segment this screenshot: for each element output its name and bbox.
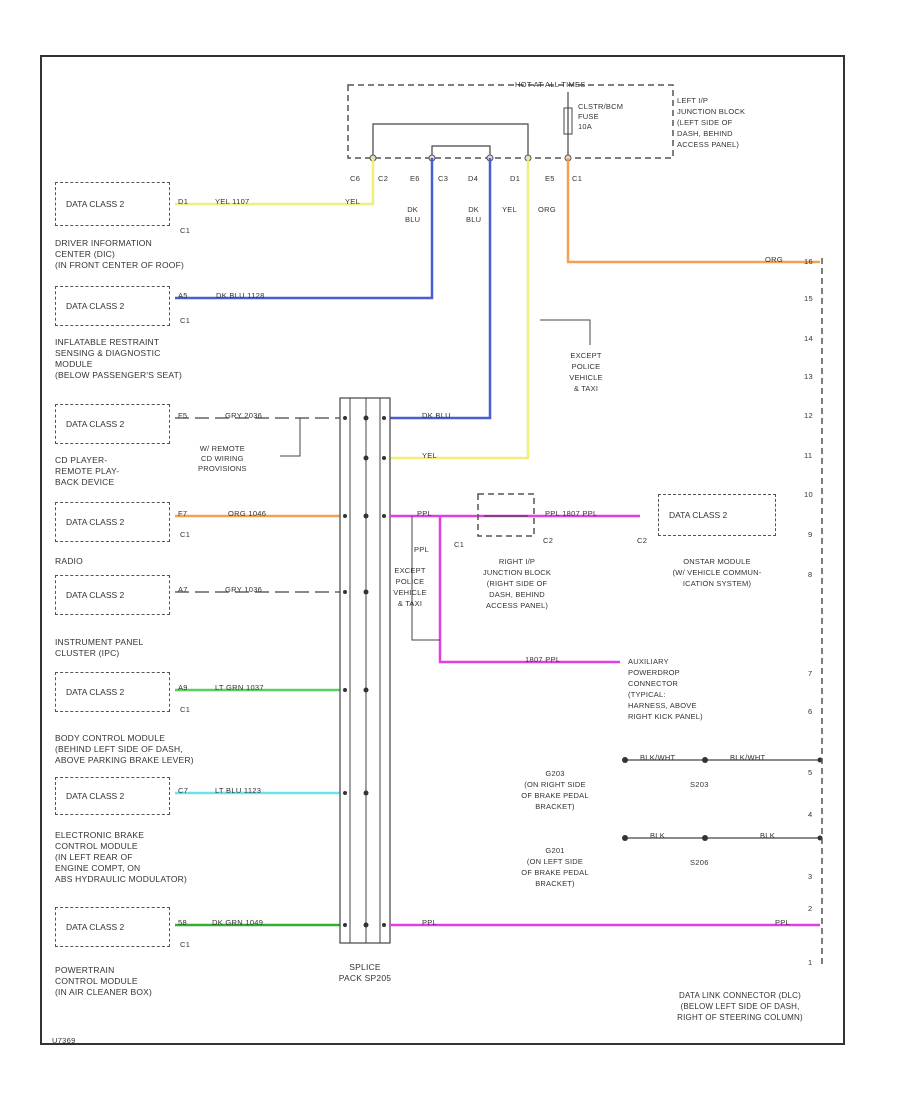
cd-term: F5 (178, 411, 188, 420)
onstar-data-class-2: DATA CLASS 2 (658, 494, 776, 536)
ebcm-name: ELECTRONIC BRAKE CONTROL MODULE (IN LEFT… (55, 830, 188, 884)
wire-yellow-splice (390, 158, 530, 460)
org-dlc-label: ORG (765, 255, 783, 264)
remote-cd-leader (280, 418, 301, 457)
fuse-label: CLSTR/BCM FUSE 10A (578, 102, 624, 131)
v-label-org: ORG (538, 205, 556, 214)
fuse-symbol (563, 107, 573, 135)
right-ip-block-label: RIGHT I/P JUNCTION BLOCK (RIGHT SIDE OF … (482, 557, 552, 610)
ppl-vertical-label: PPL (414, 545, 430, 554)
splice-dots (343, 415, 386, 928)
onstar-name: ONSTAR MODULE (W/ VEHICLE COMMUN- ICATIO… (672, 557, 762, 588)
wire-orange-dlc (566, 158, 820, 264)
except-police-leader-2 (411, 516, 440, 641)
dic-name: DRIVER INFORMATION CENTER (DIC) (IN FRON… (55, 238, 185, 270)
radio-pin: C1 (180, 530, 191, 539)
sdm-pin: C1 (180, 316, 191, 325)
splice-s203: S203 (690, 780, 709, 789)
cd-wire-label: GRY 2036 (225, 411, 263, 420)
radio-wire-label: ORG 1046 (228, 509, 267, 518)
cd-data-class-2: DATA CLASS 2 (55, 404, 170, 444)
yel-right-label: YEL (422, 451, 438, 460)
radio-data-class-2: DATA CLASS 2 (55, 502, 170, 542)
bcm-term: A9 (178, 683, 188, 692)
pcm-pin: C1 (180, 940, 191, 949)
left-ip-block-location: LEFT I/P JUNCTION BLOCK (LEFT SIDE OF DA… (677, 96, 746, 149)
fuse-bus-2 (431, 145, 491, 158)
ipc-data-class-2: DATA CLASS 2 (55, 575, 170, 615)
aux-connector-label: AUXILIARY POWERDROP CONNECTOR (TYPICAL: … (628, 657, 703, 721)
ground-g201-label: G201 (ON LEFT SIDE OF BRAKE PEDAL BRACKE… (521, 846, 589, 888)
ebcm-term: C7 (178, 786, 189, 795)
remote-cd-note: W/ REMOTE CD WIRING PROVISIONS (198, 444, 247, 473)
ppl-splice-label: PPL (417, 509, 433, 518)
ground-g203-label: G203 (ON RIGHT SIDE OF BRAKE PEDAL BRACK… (521, 769, 589, 811)
ipc-wire-label: GRY 1036 (225, 585, 263, 594)
ebcm-wire-label: LT BLU 1123 (215, 786, 262, 795)
v-label-dkblu-2: DK BLU (466, 205, 482, 224)
ppl-aux-label: 1807 PPL (525, 655, 561, 664)
ipc-term: A7 (178, 585, 188, 594)
ebcm-data-class-2: DATA CLASS 2 (55, 777, 170, 815)
sdm-name: INFLATABLE RESTRAINT SENSING & DIAGNOSTI… (55, 337, 183, 380)
blk-label-4: BLK (760, 831, 776, 840)
sdm-term: A5 (178, 291, 188, 300)
right-ip-pin-c1: C1 (454, 540, 465, 549)
dic-data-class-2: DATA CLASS 2 (55, 182, 170, 226)
diagram-frame (40, 55, 845, 1045)
dkblu-right-label: DK BLU (422, 411, 451, 420)
except-police-note-1: EXCEPT POLICE VEHICLE & TAXI (569, 351, 603, 393)
ppl-bottom-label: PPL (422, 918, 438, 927)
ppl-onstar-label: PPL 1807 PPL (545, 509, 598, 518)
wire-magenta-aux (438, 516, 620, 664)
fuse-bus (372, 123, 529, 158)
sdm-data-class-2: DATA CLASS 2 (55, 286, 170, 326)
except-police-leader-1 (540, 319, 591, 345)
cd-name: CD PLAYER- REMOTE PLAY- BACK DEVICE (55, 455, 120, 487)
wire-yellow-dic (175, 158, 375, 206)
pcm-term: 58 (178, 918, 187, 927)
dic-pin: C1 (180, 226, 191, 235)
splice-pack-label: SPLICE PACK SP205 (338, 962, 392, 983)
dic-term: D1 (178, 197, 189, 206)
left-ip-junction-block (347, 84, 674, 159)
sdm-wire-label: DK BLU 1128 (216, 291, 265, 300)
blk-label-3: BLK (650, 831, 666, 840)
bcm-wire-label: LT GRN 1037 (215, 683, 264, 692)
radio-term: F7 (178, 509, 188, 518)
bcm-name: BODY CONTROL MODULE (BEHIND LEFT SIDE OF… (55, 733, 194, 765)
ipc-name: INSTRUMENT PANEL CLUSTER (IPC) (55, 637, 144, 658)
dic-wire-end: YEL (345, 197, 361, 206)
bcm-data-class-2: DATA CLASS 2 (55, 672, 170, 712)
v-label-yel: YEL (502, 205, 518, 214)
blk-wht-label-2: BLK/WHT (730, 753, 766, 762)
bcm-pin: C1 (180, 705, 191, 714)
footer-code: U7369 (52, 1036, 76, 1045)
pcm-name: POWERTRAIN CONTROL MODULE (IN AIR CLEANE… (55, 965, 153, 997)
dlc-label: DATA LINK CONNECTOR (DLC) (BELOW LEFT SI… (677, 991, 803, 1022)
wire-blue-sdm (175, 158, 434, 300)
wire-blue-splice (390, 158, 492, 420)
right-ip-junction-block (477, 493, 535, 537)
onstar-pin: C2 (637, 536, 648, 545)
v-label-dkblu-1: DK BLU (405, 205, 421, 224)
splice-pack-sp205 (339, 397, 391, 944)
pcm-wire-label: DK GRN 1049 (212, 918, 264, 927)
splice-s206: S206 (690, 858, 709, 867)
ppl-dlc-label: PPL (775, 918, 791, 927)
hot-at-all-times: HOT AT ALL TIMES (515, 80, 586, 89)
right-ip-pin-c2: C2 (543, 536, 554, 545)
dic-wire-label: YEL 1107 (215, 197, 250, 206)
except-police-note-2: EXCEPT POLICE VEHICLE & TAXI (393, 566, 427, 608)
radio-name: RADIO (55, 556, 83, 566)
pcm-data-class-2: DATA CLASS 2 (55, 907, 170, 947)
blk-wht-label-1: BLK/WHT (640, 753, 676, 762)
